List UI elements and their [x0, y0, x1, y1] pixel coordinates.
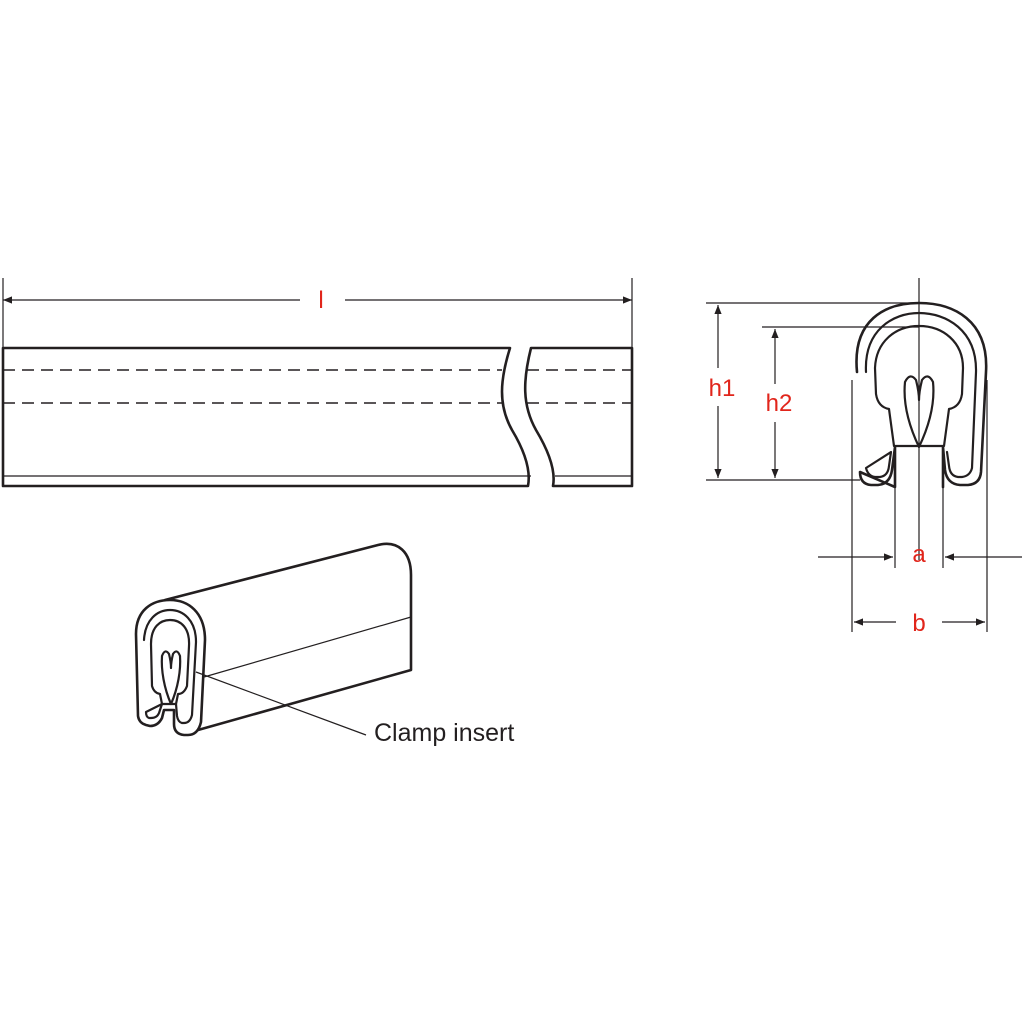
length-label: l — [318, 287, 323, 314]
a-label: a — [912, 541, 926, 568]
b-label: b — [912, 610, 925, 637]
isometric-view: Clamp insert — [134, 542, 514, 747]
side-view: l — [1, 278, 634, 488]
callout-leader — [195, 671, 367, 736]
h2-label: h2 — [766, 390, 793, 417]
callout-clamp-insert: Clamp insert — [374, 719, 514, 747]
cross-section-view: h1 h2 a b — [704, 278, 1022, 637]
h1-label: h1 — [709, 375, 736, 402]
